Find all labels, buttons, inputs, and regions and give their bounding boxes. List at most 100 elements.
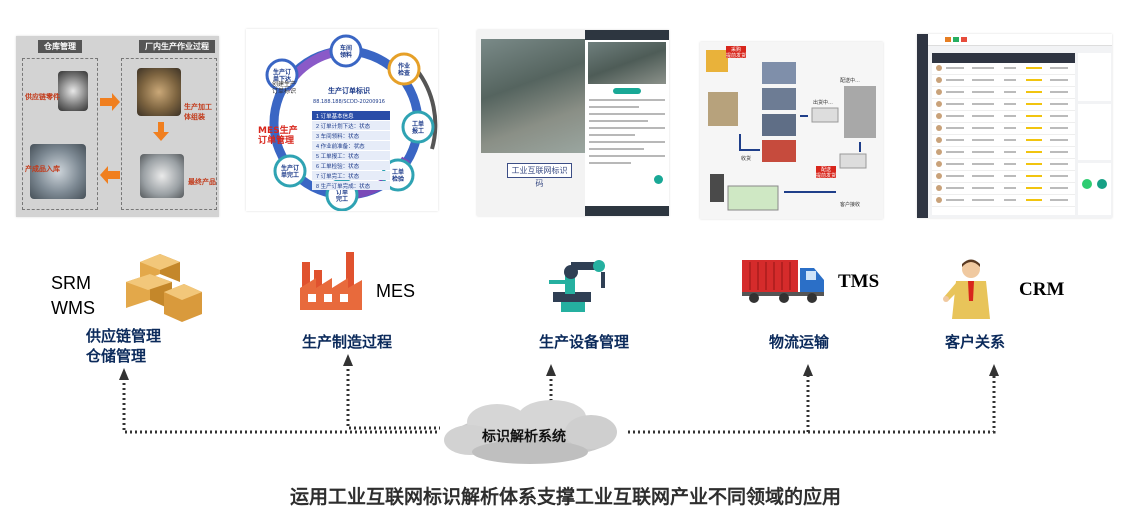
mes-list-item: 1 订单基本信息 — [316, 112, 354, 120]
system-name-equipment: 生产设备管理 — [539, 334, 630, 351]
system-abbr-crm: CRM — [1019, 279, 1065, 300]
mes-node — [265, 58, 299, 92]
mes-list-row — [312, 151, 390, 160]
crm-table-row[interactable] — [932, 63, 1075, 75]
truck-icon — [742, 260, 824, 303]
mes-list-row — [312, 121, 390, 130]
logistics-label: 出货中… — [813, 99, 833, 106]
system-abbr-tms: TMS — [838, 271, 880, 292]
system-abbr-srm: SRM — [51, 273, 91, 293]
crm-customer-table — [932, 53, 1075, 215]
mes-node-label: 工单 — [412, 120, 424, 128]
system-name-warehouse: 仓储管理 — [86, 348, 147, 365]
mes-node-label: 领料 — [340, 51, 352, 59]
label-finished-goods: 产成品入库 — [25, 165, 60, 173]
crm-table-row[interactable] — [932, 87, 1075, 99]
process-arrows — [100, 93, 169, 184]
crm-table-row[interactable] — [932, 135, 1075, 147]
logistics-label: 客户接收 — [840, 201, 860, 208]
phone-screen — [585, 30, 669, 216]
mes-node-label: 完工 — [335, 195, 348, 203]
mes-node-label: 订单 — [336, 188, 348, 196]
mes-list-item: 6 工单检验：状态 — [316, 162, 360, 170]
mes-node-label: 生产订 — [281, 164, 299, 172]
arrow-down-icon — [153, 122, 169, 141]
mes-node-label: 报工 — [412, 127, 424, 135]
motor-stator-image — [58, 71, 88, 111]
production-title: 厂内生产作业过程 — [139, 40, 215, 53]
warehouse-title: 仓库管理 — [38, 40, 82, 53]
equipment-phone-thumbnail: 工业互联网标识码 — [477, 30, 669, 216]
warehouse-frame — [22, 58, 98, 210]
footer-title: 运用工业互联网标识解析体系支撑工业互联网产业不同领域的应用 — [289, 487, 841, 508]
crm-table-row[interactable] — [932, 111, 1075, 123]
arrow-right-icon — [100, 93, 120, 111]
mes-list-row — [312, 141, 390, 150]
scan-icon — [654, 175, 663, 184]
crm-table-row[interactable] — [932, 75, 1075, 87]
mes-node-label: 作业 — [398, 62, 410, 70]
logistics-flow-thumbnail: 采购提前发货收货出货中…配送中…配送提前发货客户接收 — [700, 42, 883, 219]
logistics-label: 采购 — [731, 46, 741, 53]
crm-table-row[interactable] — [932, 195, 1075, 207]
system-name-manufacturing: 生产制造过程 — [302, 334, 393, 351]
mes-node-label: 工单 — [392, 168, 404, 176]
system-name-crm: 客户关系 — [945, 334, 1006, 351]
mes-node-label: 检验 — [392, 175, 404, 183]
boxes-icon — [126, 254, 202, 322]
hub-label: 标识解析系统 — [481, 428, 566, 444]
mes-center-code: 88.188.188/SCDD-20200916 — [313, 99, 385, 105]
mes-node — [273, 154, 307, 188]
system-abbr-wms: WMS — [51, 298, 95, 318]
mes-list-row — [312, 171, 390, 180]
mes-list-row — [312, 131, 390, 140]
crm-sidebar — [917, 34, 928, 218]
crm-table-row[interactable] — [932, 123, 1075, 135]
crm-table-row[interactable] — [932, 171, 1075, 183]
mes-node-label: 生产订 — [273, 68, 291, 76]
logistics-label: 提前发货 — [816, 172, 836, 179]
crm-dashboard-thumbnail — [917, 34, 1112, 218]
logistics-label: 配送中… — [840, 77, 860, 84]
mes-list-row — [312, 111, 390, 120]
crm-topbar — [928, 34, 1112, 46]
system-name-logistics: 物流运输 — [769, 334, 830, 351]
crm-table-row[interactable] — [932, 159, 1075, 171]
motor-parts-image — [30, 144, 86, 199]
mes-node-label: 车间 — [340, 44, 352, 52]
crm-right-column — [1078, 53, 1111, 215]
system-name-supply-chain: 供应链管理 — [86, 328, 162, 345]
label-assembly: 生产加工体组装 — [184, 103, 212, 121]
mes-list-item: 4 作业前准备：状态 — [316, 142, 365, 150]
mes-list-item: 8 生产订单完成：状态 — [316, 182, 371, 190]
mes-cycle-thumbnail: 车间领料作业检查工单报工工单检验订单完工生产订单完工生产订单下达 生产订单标识 … — [246, 29, 438, 211]
equipment-photo — [481, 39, 585, 153]
crm-table-row[interactable] — [932, 99, 1075, 111]
logistics-label: 配送 — [821, 166, 831, 173]
mes-node — [401, 110, 435, 144]
cloud-shape — [444, 400, 617, 464]
mes-node-label: 单完工 — [281, 171, 299, 179]
mes-node-label: 检查 — [398, 69, 410, 77]
arrow-left-icon — [100, 166, 120, 184]
crm-table-row[interactable] — [932, 147, 1075, 159]
crm-table-row[interactable] — [932, 183, 1075, 195]
identifier-code-caption: 工业互联网标识码 — [507, 163, 572, 188]
production-frame — [121, 58, 217, 210]
mes-list-item: 7 订单完工：状态 — [316, 172, 360, 180]
mes-list-item: 5 工单报工：状态 — [316, 152, 360, 160]
label-supply-parts: 供应链零件 — [25, 93, 60, 101]
factory-icon — [300, 252, 362, 310]
mes-center-title: 生产订单标识 — [328, 86, 370, 95]
mes-node — [329, 34, 363, 68]
mes-list-row — [312, 161, 390, 170]
finished-motor-image — [140, 154, 184, 198]
warehouse-process-thumbnail: 仓库管理 厂内生产作业过程 供应链零件 生产加工体组装 产成品入库 最终产品 — [16, 36, 219, 217]
mes-node-label: 单下达 — [273, 75, 291, 83]
mes-list-row — [312, 181, 390, 190]
coil-winding-image — [137, 68, 181, 116]
logistics-label: 提前发货 — [726, 52, 746, 59]
